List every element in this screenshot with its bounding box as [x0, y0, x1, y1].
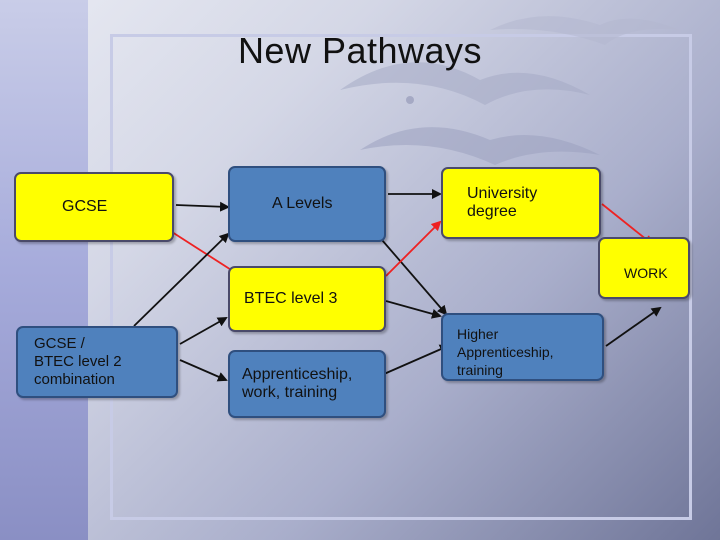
slide-inner-frame — [110, 34, 692, 520]
arrow-higher-to-work — [605, 306, 662, 347]
node-higher-apprenticeship-label: Higher Apprenticeship, training — [457, 326, 554, 378]
node-gcse-btec-level-2: GCSE / BTEC level 2 combination — [16, 326, 178, 398]
node-a-levels: A Levels — [228, 166, 386, 242]
node-a-levels-label: A Levels — [272, 195, 333, 212]
node-work: WORK — [598, 237, 690, 299]
arrow-apprenticeship-to-higher — [383, 344, 450, 375]
arrow-btec3-to-higher — [385, 300, 442, 319]
arrow-gcse2-to-apprenticeship — [179, 359, 228, 382]
arrow-gcse2-to-alevels — [133, 232, 230, 327]
seagull-watermark — [340, 16, 680, 165]
arrow-btec3-to-university — [385, 220, 442, 277]
slide-left-band — [0, 0, 88, 540]
node-btec-level-3-label: BTEC level 3 — [244, 290, 338, 307]
node-gcse-label: GCSE — [62, 198, 108, 215]
node-higher-apprenticeship: Higher Apprenticeship, training — [441, 313, 604, 381]
node-gcse-btec-level-2-label: GCSE / BTEC level 2 combination — [34, 335, 122, 388]
node-apprenticeship-label: Apprenticeship, work, training — [242, 366, 353, 401]
node-university: University degree — [441, 167, 601, 239]
node-gcse: GCSE — [14, 172, 174, 242]
arrow-alevels-to-higher — [381, 239, 448, 316]
page-title: New Pathways — [237, 30, 483, 71]
node-work-label: WORK — [624, 265, 668, 281]
arrow-gcse-to-alevels — [175, 201, 230, 212]
node-btec-level-3: BTEC level 3 — [228, 266, 386, 332]
arrow-gcse2-to-btec3 — [179, 317, 228, 345]
node-university-label: University degree — [467, 185, 538, 220]
node-apprenticeship: Apprenticeship, work, training — [228, 350, 386, 418]
